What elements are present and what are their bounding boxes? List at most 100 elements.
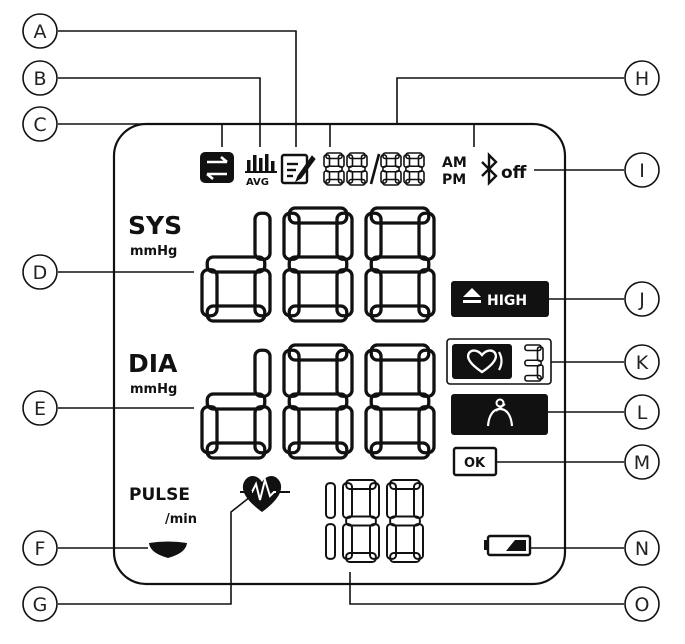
segment-c: [325, 523, 336, 560]
callout-b: B: [22, 60, 58, 96]
ok-indicator: OK: [452, 446, 498, 477]
heart-user-icon: [446, 338, 552, 385]
transfer-arrows-icon: [200, 152, 234, 183]
callout-letter-m: M: [634, 452, 650, 474]
segment-g: [348, 165, 366, 173]
segment-d: [369, 304, 431, 323]
callout-letter-c: C: [33, 114, 46, 136]
callout-letter-n: N: [635, 538, 649, 560]
segment-g: [205, 255, 267, 274]
digit-d: [200, 348, 272, 460]
segment-d: [345, 552, 377, 563]
callout-l: L: [624, 394, 660, 430]
segment-a: [389, 479, 421, 490]
callout-letter-b: B: [33, 68, 46, 90]
callout-letter-l: L: [637, 402, 648, 424]
digit-8: [342, 479, 380, 563]
callout-a: A: [22, 13, 58, 49]
digit-8: [323, 152, 345, 186]
pulse-heart-icon: [240, 476, 290, 512]
callout-n: N: [624, 530, 660, 566]
segment-d: [524, 374, 542, 382]
segment-a: [405, 152, 423, 160]
callout-letter-d: D: [33, 262, 48, 284]
pulse-label: PULSE: [129, 485, 190, 505]
segment-d: [325, 178, 343, 186]
bluetooth-icon: [481, 152, 498, 186]
segment-g: [325, 165, 343, 173]
segment-d: [287, 441, 349, 460]
digit-1: [325, 482, 336, 560]
segment-g: [287, 255, 349, 274]
digit-d: [200, 211, 272, 323]
callout-circles: A B C D E F G H I J K L M N O: [22, 13, 660, 622]
callout-h: H: [624, 60, 660, 96]
segment-d: [205, 304, 267, 323]
callout-letter-k: K: [636, 352, 649, 374]
bluetooth-off-label: off: [501, 163, 527, 183]
digit-8: [282, 343, 354, 460]
sys-unit: mmHg: [130, 244, 177, 259]
digit-8: [282, 206, 354, 323]
segment-g: [369, 255, 431, 274]
callout-letter-a: A: [34, 21, 47, 43]
callout-letter-h: H: [635, 68, 649, 90]
callout-f: F: [22, 530, 58, 566]
level-pointer-icon: [149, 541, 187, 558]
callout-g: G: [22, 586, 58, 622]
dia-unit: mmHg: [130, 382, 177, 397]
segment-d: [389, 552, 421, 563]
callout-letter-e: E: [34, 398, 46, 420]
segment-g: [345, 515, 377, 527]
callout-c: C: [22, 106, 58, 142]
segment-a: [345, 479, 377, 490]
segment-d: [369, 441, 431, 460]
digit-8: [386, 479, 424, 563]
callout-letter-i: I: [639, 160, 645, 182]
callout-j: J: [624, 281, 660, 317]
pm-label: PM: [442, 172, 466, 188]
segment-a: [369, 206, 431, 225]
callout-m: M: [624, 444, 660, 480]
pulse-value-display: [325, 479, 424, 563]
user-number-display: [524, 344, 544, 382]
segment-d: [348, 178, 366, 186]
digit-8: [364, 206, 436, 323]
segment-d: [205, 441, 267, 460]
digit-8: [403, 152, 425, 186]
callout-letter-j: J: [638, 289, 645, 311]
segment-a: [348, 152, 366, 160]
segment-c: [536, 364, 544, 380]
date-separator: [369, 153, 381, 185]
segment-a: [325, 152, 343, 160]
avg-label: AVG: [246, 177, 269, 188]
segment-g: [389, 515, 421, 527]
callout-letter-f: F: [35, 538, 46, 560]
sys-label: SYS: [128, 211, 182, 240]
leader-lines: [58, 30, 624, 605]
high-label: HIGH: [487, 293, 527, 309]
segment-a: [369, 343, 431, 362]
segment-g: [205, 392, 267, 411]
segment-a: [287, 206, 349, 225]
date-display: [323, 152, 425, 186]
callout-i: I: [624, 152, 660, 188]
callout-d: D: [22, 254, 58, 290]
pulse-unit: /min: [165, 512, 197, 527]
dia-value-display: [200, 343, 436, 460]
segment-g: [524, 359, 542, 367]
digit-8: [346, 152, 368, 186]
sys-value-display: [200, 206, 436, 323]
digit-3: [524, 344, 544, 382]
high-warning-icon: HIGH: [451, 281, 549, 317]
segment-d: [287, 304, 349, 323]
callout-e: E: [22, 390, 58, 426]
callout-letter-g: G: [33, 594, 48, 616]
ok-label: OK: [464, 456, 486, 471]
segment-g: [382, 165, 400, 173]
dia-label: DIA: [128, 349, 178, 378]
callout-letter-o: O: [635, 594, 650, 616]
battery-icon: [484, 534, 532, 557]
callout-o: O: [624, 586, 660, 622]
